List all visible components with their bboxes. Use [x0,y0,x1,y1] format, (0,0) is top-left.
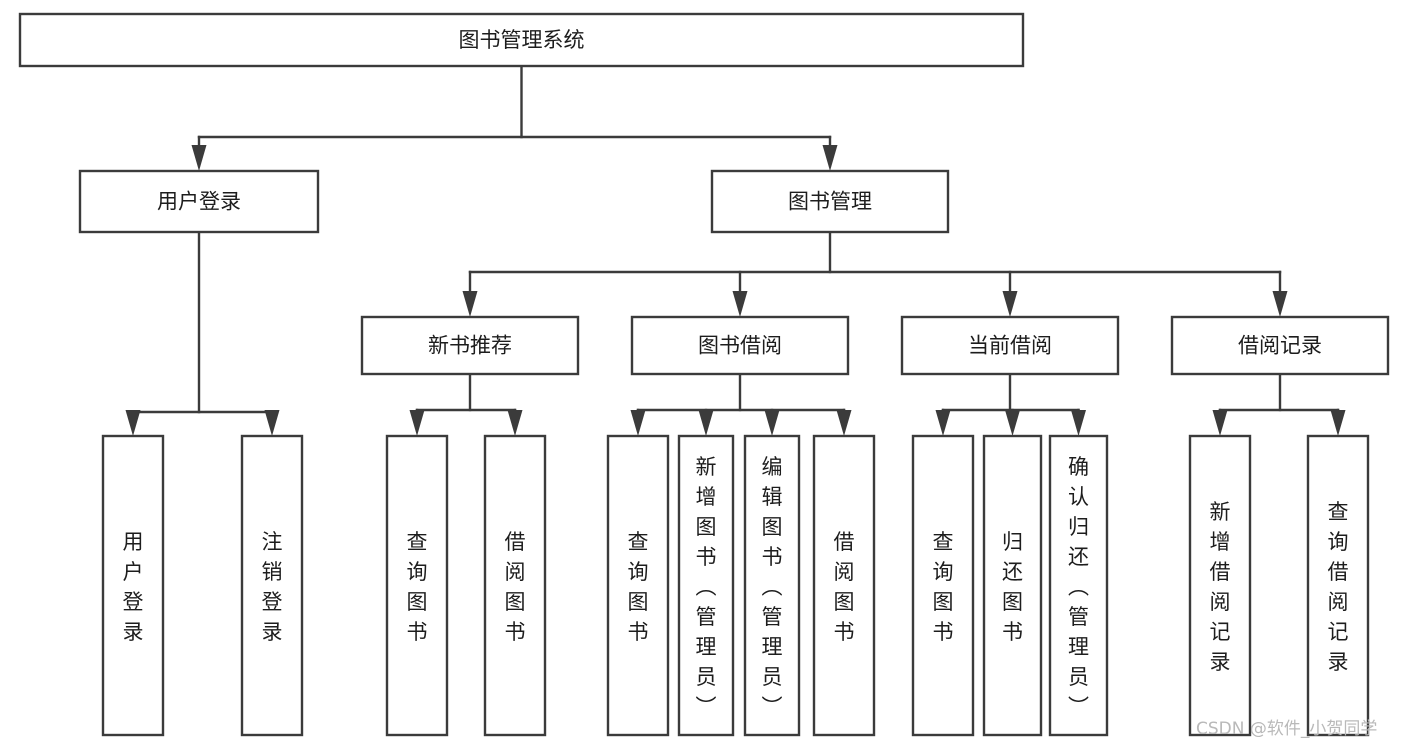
node-box-book-borrow[interactable] [630,315,850,376]
node-box-root[interactable] [18,12,1025,68]
node-box-book-manage[interactable] [710,169,950,234]
node-box-leaf-add-record[interactable] [1188,434,1252,737]
node-label-leaf-borrow-book-2: 借阅图书 [834,530,855,644]
node-current-borrow[interactable]: 当前借阅 [900,315,1120,376]
node-leaf-return-book[interactable]: 归还图书 [982,434,1043,737]
node-box-leaf-user-login[interactable] [101,434,165,737]
node-label-leaf-edit-book: 编辑图书︵管理员︶ [762,455,783,719]
node-leaf-borrow-book-1[interactable]: 借阅图书 [483,434,547,737]
node-box-leaf-confirm-return[interactable] [1048,434,1109,737]
node-leaf-query-book-1[interactable]: 查询图书 [385,434,449,737]
node-borrow-record[interactable]: 借阅记录 [1170,315,1390,376]
node-label-leaf-query-book-2: 查询图书 [628,530,649,644]
node-label-book-borrow: 图书借阅 [698,334,782,358]
node-box-leaf-borrow-book-1[interactable] [483,434,547,737]
node-label-borrow-record: 借阅记录 [1238,334,1322,358]
node-box-leaf-query-book-2[interactable] [606,434,670,737]
node-leaf-user-login[interactable]: 用户登录 [101,434,165,737]
node-box-leaf-edit-book[interactable] [743,434,801,737]
node-label-leaf-return-book: 归还图书 [1002,530,1023,644]
node-label-leaf-query-record: 查询借阅记录 [1328,500,1349,674]
node-box-leaf-query-book-3[interactable] [911,434,975,737]
node-label-leaf-query-book-3: 查询图书 [933,530,954,644]
node-label-root: 图书管理系统 [459,28,585,52]
csdn-watermark: CSDN @软件_小贺同学 [1196,719,1377,739]
node-label-leaf-query-book-1: 查询图书 [407,530,428,644]
node-box-leaf-query-book-1[interactable] [385,434,449,737]
node-label-leaf-add-book: 新增图书︵管理员︶ [696,455,717,719]
node-label-new-book-rec: 新书推荐 [428,334,512,358]
node-label-user-login: 用户登录 [157,190,241,214]
node-leaf-query-book-2[interactable]: 查询图书 [606,434,670,737]
node-box-leaf-query-record[interactable] [1306,434,1370,737]
node-box-current-borrow[interactable] [900,315,1120,376]
node-box-leaf-add-book[interactable] [677,434,735,737]
node-root[interactable]: 图书管理系统 [18,12,1025,68]
node-box-leaf-logout[interactable] [240,434,304,737]
node-leaf-query-book-3[interactable]: 查询图书 [911,434,975,737]
node-new-book-rec[interactable]: 新书推荐 [360,315,580,376]
node-label-leaf-add-record: 新增借阅记录 [1210,500,1231,674]
node-book-manage[interactable]: 图书管理 [710,169,950,234]
node-box-leaf-borrow-book-2[interactable] [812,434,876,737]
node-label-current-borrow: 当前借阅 [968,334,1052,358]
node-box-borrow-record[interactable] [1170,315,1390,376]
node-leaf-borrow-book-2[interactable]: 借阅图书 [812,434,876,737]
node-label-leaf-logout: 注销登录 [262,530,283,644]
node-leaf-query-record[interactable]: 查询借阅记录 [1306,434,1370,737]
node-label-leaf-borrow-book-1: 借阅图书 [505,530,526,644]
node-label-leaf-user-login: 用户登录 [123,530,144,644]
node-box-new-book-rec[interactable] [360,315,580,376]
node-user-login[interactable]: 用户登录 [78,169,320,234]
node-leaf-confirm-return[interactable]: 确认归还︵管理员︶ [1048,434,1109,737]
node-label-leaf-confirm-return: 确认归还︵管理员︶ [1068,455,1089,719]
edges-layer [125,64,1346,436]
node-label-book-manage: 图书管理 [788,190,872,214]
node-leaf-add-book[interactable]: 新增图书︵管理员︶ [677,434,735,737]
node-box-user-login[interactable] [78,169,320,234]
node-book-borrow[interactable]: 图书借阅 [630,315,850,376]
node-box-leaf-return-book[interactable] [982,434,1043,737]
nodes-layer: 图书管理系统用户登录图书管理新书推荐图书借阅当前借阅借阅记录用户登录注销登录查询… [18,12,1390,737]
node-leaf-add-record[interactable]: 新增借阅记录 [1188,434,1252,737]
node-leaf-logout[interactable]: 注销登录 [240,434,304,737]
node-leaf-edit-book[interactable]: 编辑图书︵管理员︶ [743,434,801,737]
